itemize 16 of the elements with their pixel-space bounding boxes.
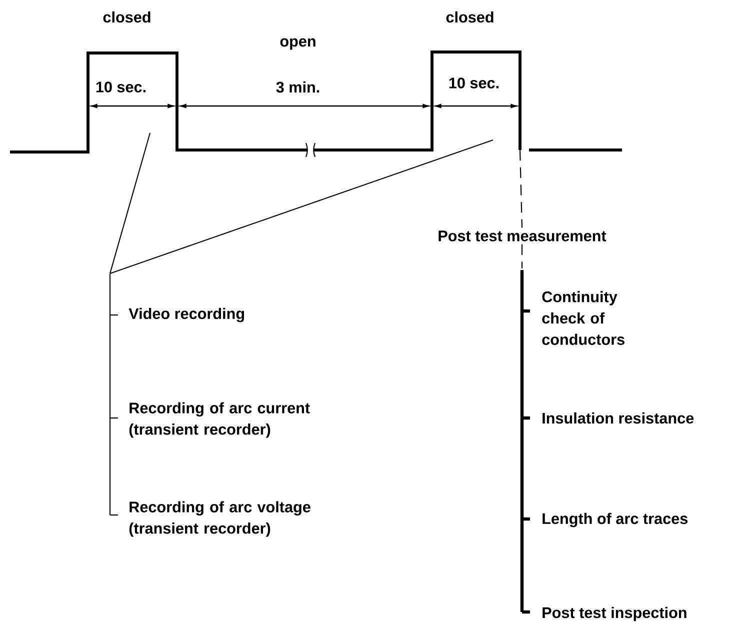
- list-item: Recording of arc current (transient recorder): [129, 402, 310, 438]
- state-label: open: [280, 38, 316, 50]
- list-item: Recording of arc voltage (transient recorder): [129, 501, 310, 537]
- duration-label: 10 sec.: [449, 78, 498, 88]
- duration-label: 10 sec.: [96, 82, 146, 92]
- dashed-line: [519, 150, 523, 228]
- measurement-label: Post test measurement: [438, 230, 606, 242]
- bracket: [520, 268, 530, 614]
- leader-line: [110, 132, 151, 274]
- leader-line: [110, 140, 494, 274]
- dashed-line: [521, 244, 523, 268]
- list-item: Post test inspection: [542, 606, 686, 622]
- state-label: closed: [103, 11, 150, 23]
- bracket: [109, 273, 118, 516]
- state-label: closed: [446, 11, 494, 23]
- duration-label: 3 min.: [276, 81, 320, 93]
